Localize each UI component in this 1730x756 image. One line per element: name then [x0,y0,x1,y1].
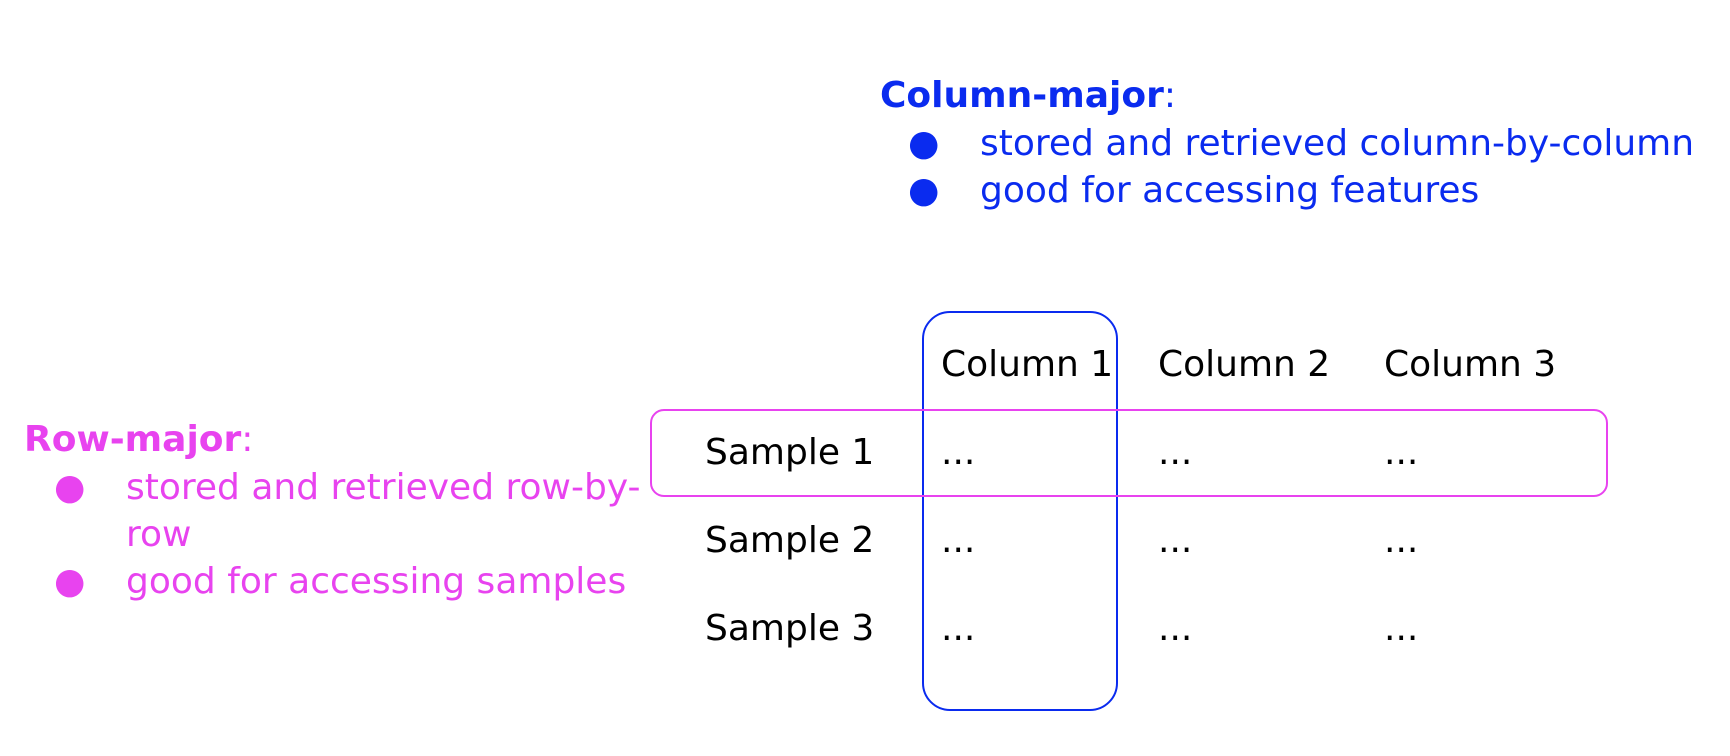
column-major-point-text: stored and retrieved column-by-column [980,123,1695,164]
table-cell: ... [941,432,976,473]
column-major-title: Column-major [880,75,1164,116]
row-label: Sample 2 [705,520,875,561]
row-major-point: ● good for accessing samples [54,558,654,605]
row-label: Sample 3 [705,608,875,649]
table-cell: ... [1158,432,1193,473]
table-cell: ... [1384,520,1419,561]
row-major-point: ● stored and retrieved row-by-row [54,464,654,558]
column-major-note: Column-major: ● stored and retrieved colu… [880,72,1694,214]
column-header: Column 1 [941,344,1114,385]
column-major-point: ● good for accessing features [908,167,1694,214]
column-major-list: ● stored and retrieved column-by-column ●… [908,120,1694,214]
row-major-colon: : [241,419,254,460]
column-major-point-text: good for accessing features [980,170,1480,211]
bullet-icon: ● [54,561,86,602]
row-label: Sample 1 [705,432,875,473]
bullet-icon: ● [908,123,940,164]
bullet-icon: ● [54,467,86,508]
row-major-point-text: stored and retrieved row-by-row [126,467,641,555]
row-highlight-outline [650,409,1608,497]
column-header: Column 3 [1384,344,1557,385]
column-highlight-outline [922,311,1118,711]
column-major-heading: Column-major: [880,72,1694,120]
row-major-heading: Row-major: [24,416,654,464]
table-cell: ... [1384,432,1419,473]
row-major-note: Row-major: ● stored and retrieved row-by-… [24,416,654,605]
row-major-list: ● stored and retrieved row-by-row ● good f… [54,464,654,605]
row-major-title: Row-major [24,419,242,460]
row-major-point-text: good for accessing samples [126,561,627,602]
table-cell: ... [941,608,976,649]
bullet-icon: ● [908,170,940,211]
column-major-point: ● stored and retrieved column-by-column [908,120,1694,167]
table-cell: ... [1384,608,1419,649]
column-header: Column 2 [1158,344,1331,385]
table-cell: ... [1158,520,1193,561]
table-cell: ... [941,520,976,561]
column-major-colon: : [1163,75,1176,116]
table-cell: ... [1158,608,1193,649]
